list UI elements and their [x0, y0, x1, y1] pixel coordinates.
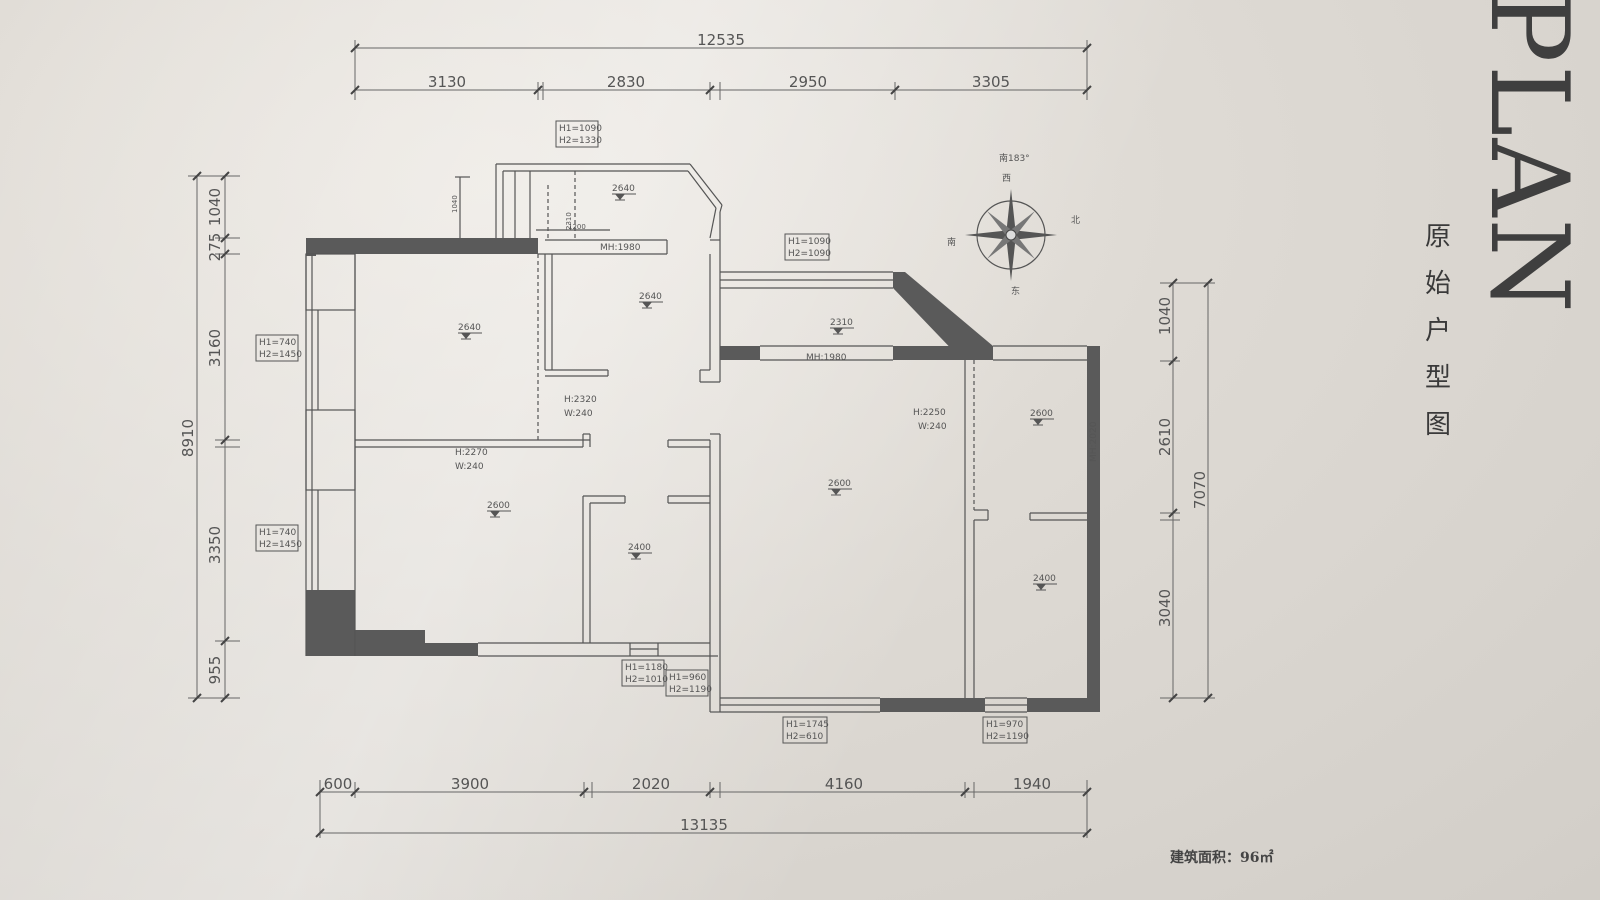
opening-2-h: H:2270 [455, 448, 488, 458]
tag-window-left-upper: H1=740 H2=1450 [255, 334, 302, 362]
tag-window-bottom-b: H1=960 H2=1190 [665, 669, 712, 697]
level-marker: 2600 [1029, 409, 1055, 426]
svg-text:2400: 2400 [628, 543, 651, 553]
svg-text:H1=960: H1=960 [669, 673, 706, 683]
level-marker: 2600 [827, 479, 853, 496]
dim-bottom-1: 600 [324, 775, 353, 793]
svg-text:2640: 2640 [639, 292, 662, 302]
svg-text:H1=740: H1=740 [259, 338, 296, 348]
small-label-2310: 2310 [565, 212, 573, 230]
dim-left-1: 275 [206, 233, 224, 262]
opening-3-h: H:2250 [913, 408, 946, 418]
svg-text:2400: 2400 [1033, 574, 1056, 584]
dimension-labels: 12535 3130 2830 2950 3305 600 3900 2020 … [179, 31, 1209, 834]
dim-bottom-total: 13135 [680, 816, 728, 834]
mh-label-1: MH:1980 [600, 243, 641, 253]
svg-text:2600: 2600 [1030, 409, 1053, 419]
svg-text:2310: 2310 [830, 318, 853, 328]
dim-top-4: 3305 [972, 73, 1010, 91]
level-marker: 2640 [611, 184, 637, 201]
svg-text:H2=1450: H2=1450 [259, 540, 302, 550]
level-marker: 2400 [627, 543, 653, 560]
window-labels: H1=1090 H2=1330 H1=1090 H2=1090 H1=740 H… [255, 120, 1099, 744]
dimension-lines [188, 40, 1215, 838]
dim-bottom-2: 3900 [451, 775, 489, 793]
svg-text:H2=1450: H2=1450 [259, 350, 302, 360]
dim-bottom-4: 4160 [825, 775, 863, 793]
level-marker: 2600 [486, 501, 512, 518]
walls-thin [305, 163, 1087, 713]
compass-north: 北 [1071, 215, 1080, 226]
svg-text:H2=1190: H2=1190 [986, 732, 1029, 742]
plan-title-text: PLAN [1465, 0, 1591, 315]
tag-window-top: H1=1090 H2=1330 [555, 120, 602, 148]
svg-text:H2=1090: H2=1090 [788, 249, 831, 259]
level-marker: 2640 [457, 323, 483, 340]
svg-text:H1=1090: H1=1090 [559, 124, 602, 134]
dim-right-2: 2610 [1156, 418, 1174, 456]
svg-text:2600: 2600 [828, 479, 851, 489]
dim-top-3: 2950 [789, 73, 827, 91]
dim-top-2: 2830 [607, 73, 645, 91]
svg-text:2640: 2640 [612, 184, 635, 194]
mh-label-3: MH:2020 [1089, 421, 1099, 462]
tag-window-bottom-d: H1=970 H2=1190 [982, 716, 1029, 744]
compass-bearing: 南183° [999, 152, 1030, 164]
dim-left-4: 3350 [206, 526, 224, 564]
compass-east: 东 [1011, 285, 1020, 297]
walls-thick [306, 238, 1100, 712]
level-marker: 2310 [829, 318, 855, 335]
compass-south: 南 [947, 236, 956, 248]
dim-left-total: 8910 [179, 419, 197, 457]
compass-rose-icon: 南183° 西 北 南 东 [947, 152, 1080, 297]
svg-text:H2=610: H2=610 [786, 732, 823, 742]
opening-2-w: W:240 [455, 462, 484, 472]
svg-text:H2=1010: H2=1010 [625, 675, 668, 685]
svg-text:H1=970: H1=970 [986, 720, 1023, 730]
dim-left-3: 3160 [206, 329, 224, 367]
small-label-1200: 1200 [568, 223, 586, 231]
dim-right-1: 1040 [1156, 297, 1174, 335]
level-markers: 2640 2640 2640 2310 2600 2600 2600 2400 … [457, 184, 1058, 591]
compass-west: 西 [1002, 173, 1011, 184]
tag-window-bottom-a: H1=1180 H2=1010 [621, 659, 668, 687]
page-subtitle: 原始户型图 [1424, 222, 1451, 440]
opening-1-w: W:240 [564, 409, 593, 419]
dim-bottom-3: 2020 [632, 775, 670, 793]
plan-title: PLAN [1466, 0, 1591, 314]
mh-label-2: MH:1980 [806, 353, 847, 363]
tag-window-balcony: H1=1090 H2=1090 [784, 233, 831, 261]
dim-top-total: 12535 [697, 31, 745, 49]
opening-3-w: W:240 [918, 422, 947, 432]
tag-window-bottom-c: H1=1745 H2=610 [782, 716, 829, 744]
svg-text:H2=1190: H2=1190 [669, 685, 712, 695]
dim-right-total: 7070 [1191, 471, 1209, 509]
dim-left-5: 955 [206, 656, 224, 685]
dim-right-3: 3040 [1156, 589, 1174, 627]
dimension-ticks [192, 43, 1213, 838]
svg-text:2600: 2600 [487, 501, 510, 511]
dim-left-2: 1040 [206, 188, 224, 226]
svg-text:H1=1180: H1=1180 [625, 663, 668, 673]
svg-text:H1=1090: H1=1090 [788, 237, 831, 247]
dim-top-1: 3130 [428, 73, 466, 91]
dim-bottom-5: 1940 [1013, 775, 1051, 793]
level-marker: 2640 [638, 292, 664, 309]
svg-text:2640: 2640 [458, 323, 481, 333]
level-marker: 2400 [1032, 574, 1058, 591]
tag-window-left-lower: H1=740 H2=1450 [255, 524, 302, 552]
opening-1-h: H:2320 [564, 395, 597, 405]
building-area: 建筑面积：96㎡ [1170, 850, 1274, 866]
svg-text:H2=1330: H2=1330 [559, 136, 602, 146]
svg-text:H1=1745: H1=1745 [786, 720, 829, 730]
small-label-1040: 1040 [451, 195, 459, 213]
svg-text:H1=740: H1=740 [259, 528, 296, 538]
